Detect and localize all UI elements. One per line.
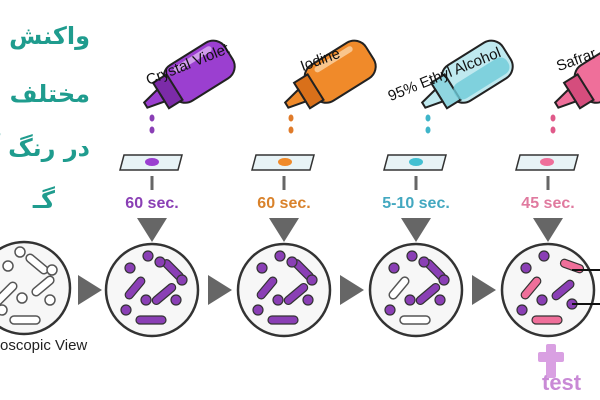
drops-ethyl-alcohol	[425, 114, 431, 134]
down-arrows	[137, 176, 563, 242]
microscopic-view-label: oscopic View	[0, 337, 88, 354]
cross-logo-icon	[538, 344, 564, 378]
slide-3	[383, 154, 447, 171]
drops-crystal-violet	[149, 114, 155, 134]
watermark-logo: test	[538, 344, 582, 395]
microscope-view-crystal-violet	[104, 242, 200, 338]
time-iodine: 60 sec.	[257, 195, 311, 212]
time-crystal-violet: 60 sec.	[125, 195, 179, 212]
microscope-view-safranin	[500, 242, 600, 338]
microscope-view-unstained	[0, 240, 72, 336]
time-safranin: 45 sec.	[521, 195, 575, 212]
bottle-crystal-violet	[142, 39, 236, 110]
bottle-ethyl-alcohol	[420, 39, 514, 110]
drops-iodine	[288, 114, 294, 134]
slide-1	[119, 154, 183, 171]
time-ethyl-alcohol: 5-10 sec.	[382, 195, 450, 212]
drops-safranin	[550, 114, 556, 134]
microscope-view-ethyl-alcohol	[368, 242, 464, 338]
microscope-view-iodine	[236, 242, 332, 338]
slide-4	[515, 154, 579, 171]
watermark-text: test	[542, 370, 582, 395]
slide-2	[251, 154, 315, 171]
bottle-safranin	[553, 39, 600, 110]
bottle-iodine	[283, 39, 377, 110]
